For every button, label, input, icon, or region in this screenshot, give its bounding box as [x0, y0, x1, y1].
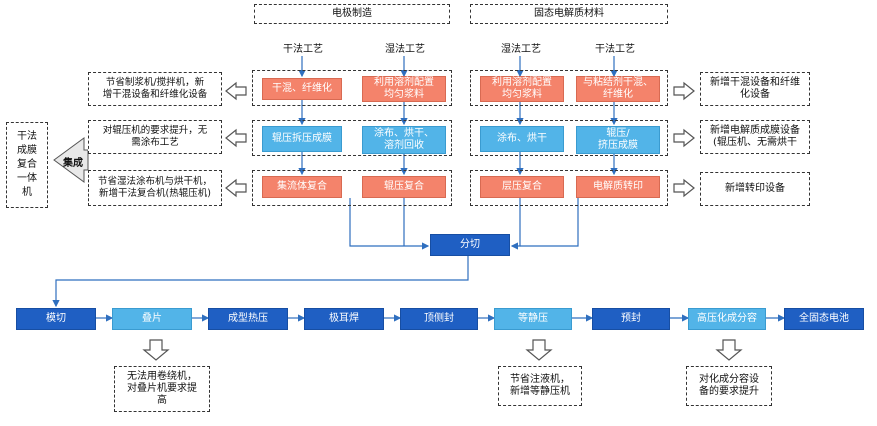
- header-electrolyte: 固态电解质材料: [470, 4, 668, 24]
- right-hollow-arrow: [673, 81, 695, 101]
- pipeline-hot-press: 成型热压: [208, 308, 288, 330]
- left-hollow-arrow: [225, 178, 247, 198]
- down-hollow-arrow: [715, 339, 743, 361]
- step-binder-dry-mix: 与粘结剂干混、 纤维化: [576, 76, 660, 102]
- step-electrolyte-roll: 辊压/ 挤压成膜: [576, 126, 660, 154]
- pipeline-tab-weld: 极耳焊: [304, 308, 384, 330]
- step-laminate: 层压复合: [480, 176, 564, 198]
- left-hollow-arrow: [225, 128, 247, 148]
- step-electrolyte-transfer: 电解质转印: [576, 176, 660, 198]
- right-note-3: 新增转印设备: [700, 172, 810, 206]
- bottom-note-formation: 对化成分容设 备的要求提升: [686, 366, 772, 406]
- step-coat-dry: 涂布、烘干、 溶剂回收: [362, 126, 446, 154]
- header-electrode: 电极制造: [254, 4, 450, 24]
- left-note-1: 节省制浆机/搅拌机，新 增干混设备和纤维化设备: [88, 72, 222, 106]
- label-wet-process: 湿法工艺: [385, 44, 425, 55]
- split-to-die-cut-line: [52, 256, 469, 308]
- label-wet-process: 湿法工艺: [501, 44, 541, 55]
- step-slitting: 分切: [430, 234, 510, 256]
- pipeline-pre-seal: 预封: [592, 308, 670, 330]
- down-hollow-arrow: [142, 339, 170, 361]
- dry-film-composite-machine: 干法 成膜 复合 一体 机: [6, 122, 48, 208]
- right-hollow-arrow: [673, 128, 695, 148]
- step-electrolyte-coat: 涂布、烘干: [480, 126, 564, 152]
- to-split-line: [349, 198, 430, 250]
- to-split-line: [520, 198, 579, 247]
- pipeline-isostatic-press: 等静压: [494, 308, 572, 330]
- pipeline-die-cut: 模切: [16, 308, 96, 330]
- step-electrolyte-slurry: 利用溶剂配置 均匀浆料: [480, 76, 564, 102]
- bottom-note-isostatic: 节省注液机， 新增等静压机: [498, 366, 582, 406]
- label-dry-process: 干法工艺: [283, 44, 323, 55]
- step-dry-mix-fiberize: 干混、纤维化: [262, 78, 342, 100]
- left-note-2: 对辊压机的要求提升，无 需涂布工艺: [88, 120, 222, 154]
- step-roll-composite: 辊压复合: [362, 176, 446, 198]
- label-dry-process: 干法工艺: [595, 44, 635, 55]
- down-hollow-arrow: [525, 339, 553, 361]
- pipeline-formation: 高压化成分容: [688, 308, 766, 330]
- pipeline-all-solid-battery: 全固态电池: [784, 308, 864, 330]
- step-slurry-prep: 利用溶剂配置 均匀浆料: [362, 76, 446, 102]
- electrode-row-group: [252, 120, 452, 156]
- right-note-1: 新增干混设备和纤维 化设备: [700, 72, 810, 106]
- electrolyte-row-group: [470, 120, 668, 156]
- step-collector-composite: 集流体复合: [262, 176, 342, 198]
- integration-arrow: [53, 137, 89, 183]
- left-hollow-arrow: [225, 81, 247, 101]
- left-note-3: 节省湿法涂布机与烘干机， 新增干法复合机(热辊压机): [88, 170, 222, 206]
- pipeline-stacking: 叠片: [112, 308, 192, 330]
- electrolyte-row-group: [470, 70, 668, 106]
- electrode-row-group: [252, 70, 452, 106]
- bottom-note-stacking: 无法用卷绕机， 对叠片机要求提 高: [114, 366, 210, 412]
- step-roll-film: 辊压拆压成膜: [262, 126, 342, 152]
- right-note-2: 新增电解质成膜设备 (辊压机、无需烘干: [700, 120, 810, 154]
- pipeline-side-seal: 顶侧封: [400, 308, 478, 330]
- integration-label: 集成: [63, 158, 83, 169]
- electrode-row-group: [252, 170, 452, 206]
- right-hollow-arrow: [673, 178, 695, 198]
- electrolyte-row-group: [470, 170, 668, 206]
